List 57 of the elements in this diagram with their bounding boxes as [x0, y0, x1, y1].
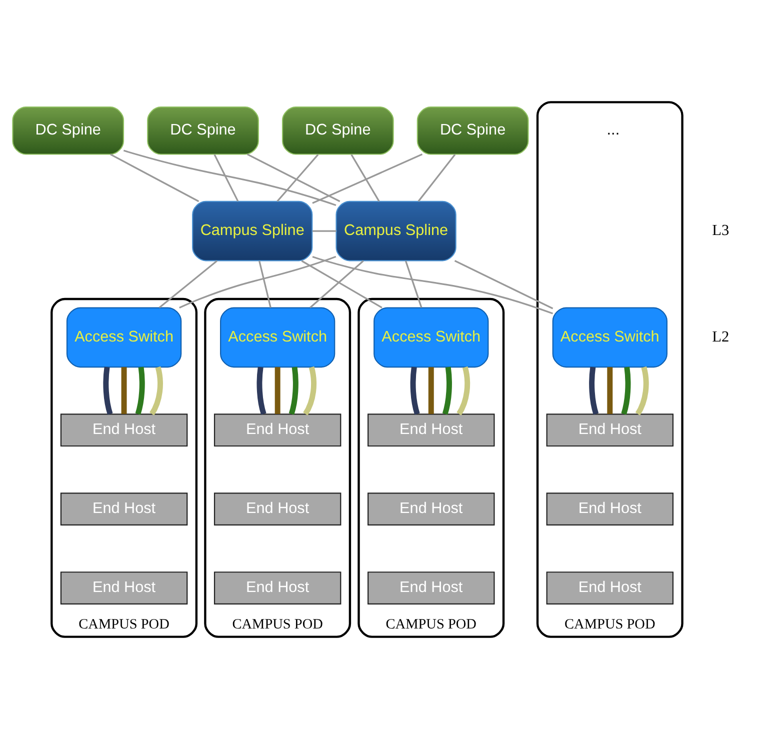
connector [158, 260, 218, 308]
node-box: DC Spine [282, 106, 394, 154]
label: ... [606, 121, 620, 138]
node-box: End Host [546, 413, 674, 446]
connector [179, 255, 336, 308]
node-box: Access Switch [552, 306, 668, 368]
connector [621, 366, 631, 414]
connector [121, 366, 127, 414]
connector [246, 153, 340, 202]
node-box: End Host [368, 571, 495, 604]
connector [442, 366, 452, 414]
connector [428, 366, 434, 414]
connector [350, 154, 380, 202]
label: L3 [712, 222, 730, 239]
connector [418, 154, 456, 202]
connector [310, 260, 364, 308]
connector [456, 366, 470, 415]
connector [589, 366, 599, 414]
connector [123, 149, 336, 206]
node-box: DC Spine [12, 106, 124, 154]
connector [404, 260, 422, 308]
node-box: End Host [368, 413, 495, 446]
node-box: End Host [60, 492, 188, 526]
node-box: Access Switch [374, 306, 489, 368]
node-box: End Host [214, 571, 342, 604]
connector [607, 366, 613, 414]
node-box: End Host [368, 492, 495, 526]
connector [276, 154, 319, 202]
connector [312, 153, 423, 204]
connector [303, 366, 316, 415]
connector [312, 255, 554, 314]
label: L2 [712, 328, 730, 345]
connector [256, 366, 266, 414]
connector [288, 366, 298, 414]
node-box: End Host [60, 571, 188, 604]
node-box: DC Spine [147, 106, 259, 154]
node-box: End Host [214, 413, 342, 446]
connector [454, 260, 554, 309]
node-box: End Host [546, 571, 674, 604]
connector [110, 153, 200, 202]
connector [103, 366, 113, 414]
node-box: Access Switch [66, 306, 182, 368]
node-box: Campus Spline [336, 200, 456, 261]
node-box: End Host [214, 492, 342, 526]
node-box: End Host [546, 492, 674, 526]
node-box: End Host [60, 413, 188, 446]
connector [149, 366, 163, 415]
connector [301, 260, 382, 308]
connector [214, 154, 239, 202]
node-box: Access Switch [220, 306, 336, 368]
connector [410, 366, 420, 414]
node-box: Campus Spline [192, 200, 313, 261]
connector [312, 230, 336, 232]
node-box: DC Spine [416, 106, 529, 154]
connector [635, 366, 649, 415]
connector [135, 366, 145, 414]
connector [274, 366, 280, 414]
